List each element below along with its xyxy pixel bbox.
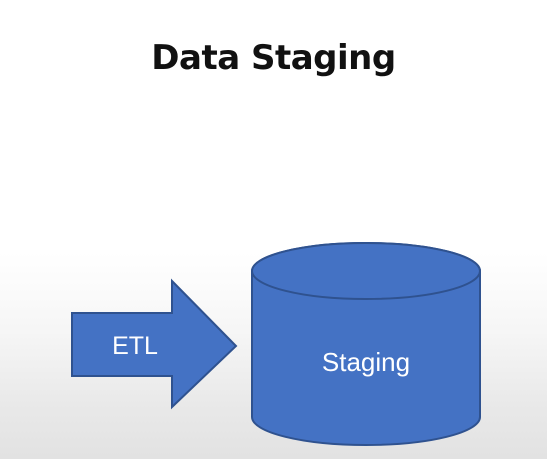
etl-arrow-shape [71, 278, 238, 410]
cylinder-label: Staging [322, 347, 410, 377]
slide-title: Data Staging [151, 38, 396, 78]
cylinder-top [251, 242, 481, 300]
etl-arrow-label: ETL [112, 332, 158, 360]
staging-cylinder: Staging [251, 242, 481, 446]
etl-arrow: ETL [71, 278, 238, 410]
